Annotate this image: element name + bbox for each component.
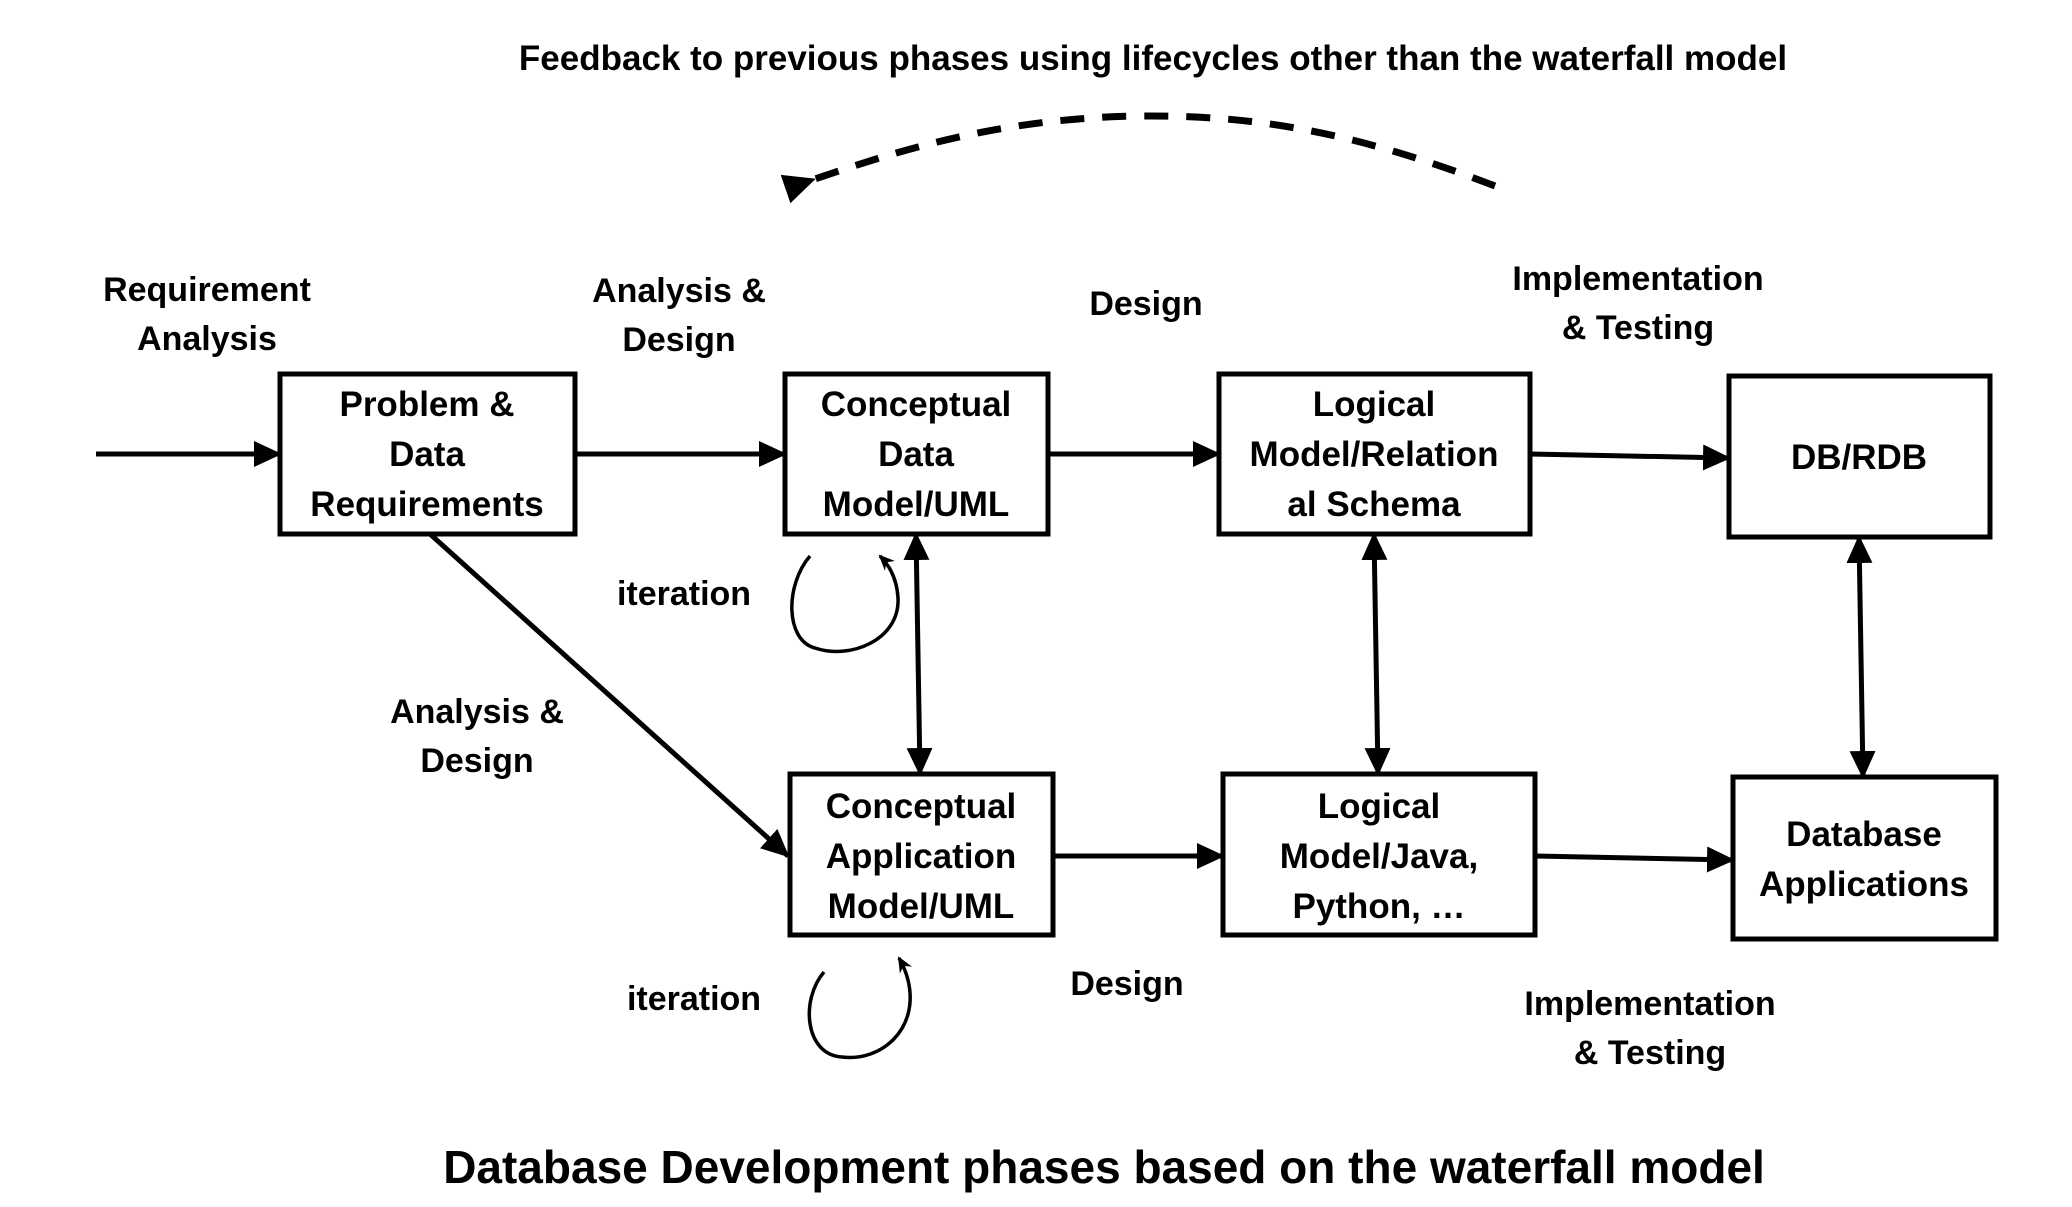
svg-text:Analysis &: Analysis &: [592, 272, 766, 310]
svg-text:& Testing: & Testing: [1562, 309, 1714, 347]
node-problem-data-requirements[interactable]: Problem & Data Requirements: [277, 371, 578, 537]
phase-label-impl-testing-bottom: Implementation & Testing: [1524, 985, 1775, 1072]
svg-text:Implementation: Implementation: [1524, 985, 1775, 1023]
node-logical-model-java-python[interactable]: Logical Model/Java, Python, …: [1220, 771, 1538, 938]
svg-text:Design: Design: [622, 321, 735, 359]
node-conceptual-data-model[interactable]: Conceptual Data Model/UML: [782, 371, 1051, 537]
svg-text:Implementation: Implementation: [1512, 260, 1763, 298]
node-database-applications[interactable]: Database Applications: [1730, 774, 1999, 942]
svg-text:Applications: Applications: [1759, 865, 1969, 904]
svg-text:Logical: Logical: [1318, 787, 1441, 826]
svg-text:Model/UML: Model/UML: [823, 485, 1010, 524]
iteration-loop-icon-bottom: [807, 956, 913, 1060]
svg-text:DB/RDB: DB/RDB: [1791, 438, 1927, 477]
node-db-rdb[interactable]: DB/RDB: [1726, 373, 1993, 540]
svg-text:al Schema: al Schema: [1287, 485, 1461, 524]
phase-label-requirement-analysis: Requirement Analysis: [103, 271, 311, 358]
svg-text:Requirements: Requirements: [310, 485, 543, 524]
svg-text:Python, …: Python, …: [1292, 887, 1465, 926]
svg-text:Conceptual: Conceptual: [821, 385, 1012, 424]
svg-text:Data: Data: [389, 435, 465, 474]
svg-text:& Testing: & Testing: [1574, 1034, 1726, 1072]
svg-text:Analysis &: Analysis &: [390, 693, 564, 731]
svg-text:Model/Java,: Model/Java,: [1280, 837, 1478, 876]
svg-text:Analysis: Analysis: [137, 320, 277, 358]
diagram-caption: Database Development phases based on the…: [443, 1141, 1765, 1193]
edge-db-db-apps: [1846, 535, 1876, 779]
svg-text:Design: Design: [1070, 965, 1183, 1003]
iteration-loop-icon-top: [790, 554, 900, 654]
phase-label-design-bottom: Design: [1070, 965, 1183, 1003]
svg-text:Problem &: Problem &: [339, 385, 514, 424]
phase-label-analysis-design-top: Analysis & Design: [592, 272, 766, 359]
edge-logical-relational-logical-java: [1361, 532, 1391, 776]
phase-label-iteration-top: iteration: [617, 575, 751, 613]
edge-conceptual-data-conceptual-app: [903, 532, 933, 776]
phase-label-analysis-design-mid: Analysis & Design: [390, 693, 564, 780]
edge-logical-relational-to-db: [1529, 444, 1731, 471]
node-logical-relational-schema[interactable]: Logical Model/Relation al Schema: [1216, 371, 1533, 537]
svg-text:Database: Database: [1786, 815, 1942, 854]
edge-problem-to-conceptual-app: [428, 532, 790, 858]
edge-logical-java-to-db-apps: [1534, 846, 1735, 873]
svg-text:Data: Data: [878, 435, 954, 474]
node-conceptual-application-model[interactable]: Conceptual Application Model/UML: [787, 771, 1056, 938]
svg-text:Requirement: Requirement: [103, 271, 311, 309]
svg-text:Design: Design: [1089, 285, 1202, 323]
feedback-label: Feedback to previous phases using lifecy…: [519, 39, 1787, 78]
feedback-dashed-arrow: [780, 112, 1497, 204]
svg-text:Conceptual: Conceptual: [826, 787, 1017, 826]
phase-label-iteration-bottom: iteration: [627, 980, 761, 1018]
svg-text:iteration: iteration: [627, 980, 761, 1018]
svg-text:Model/Relation: Model/Relation: [1250, 435, 1499, 474]
svg-text:Logical: Logical: [1313, 385, 1436, 424]
svg-text:iteration: iteration: [617, 575, 751, 613]
svg-text:Model/UML: Model/UML: [828, 887, 1015, 926]
svg-text:Application: Application: [826, 837, 1017, 876]
phase-label-design-top: Design: [1089, 285, 1202, 323]
svg-text:Design: Design: [420, 742, 533, 780]
phase-label-impl-testing-top: Implementation & Testing: [1512, 260, 1763, 347]
